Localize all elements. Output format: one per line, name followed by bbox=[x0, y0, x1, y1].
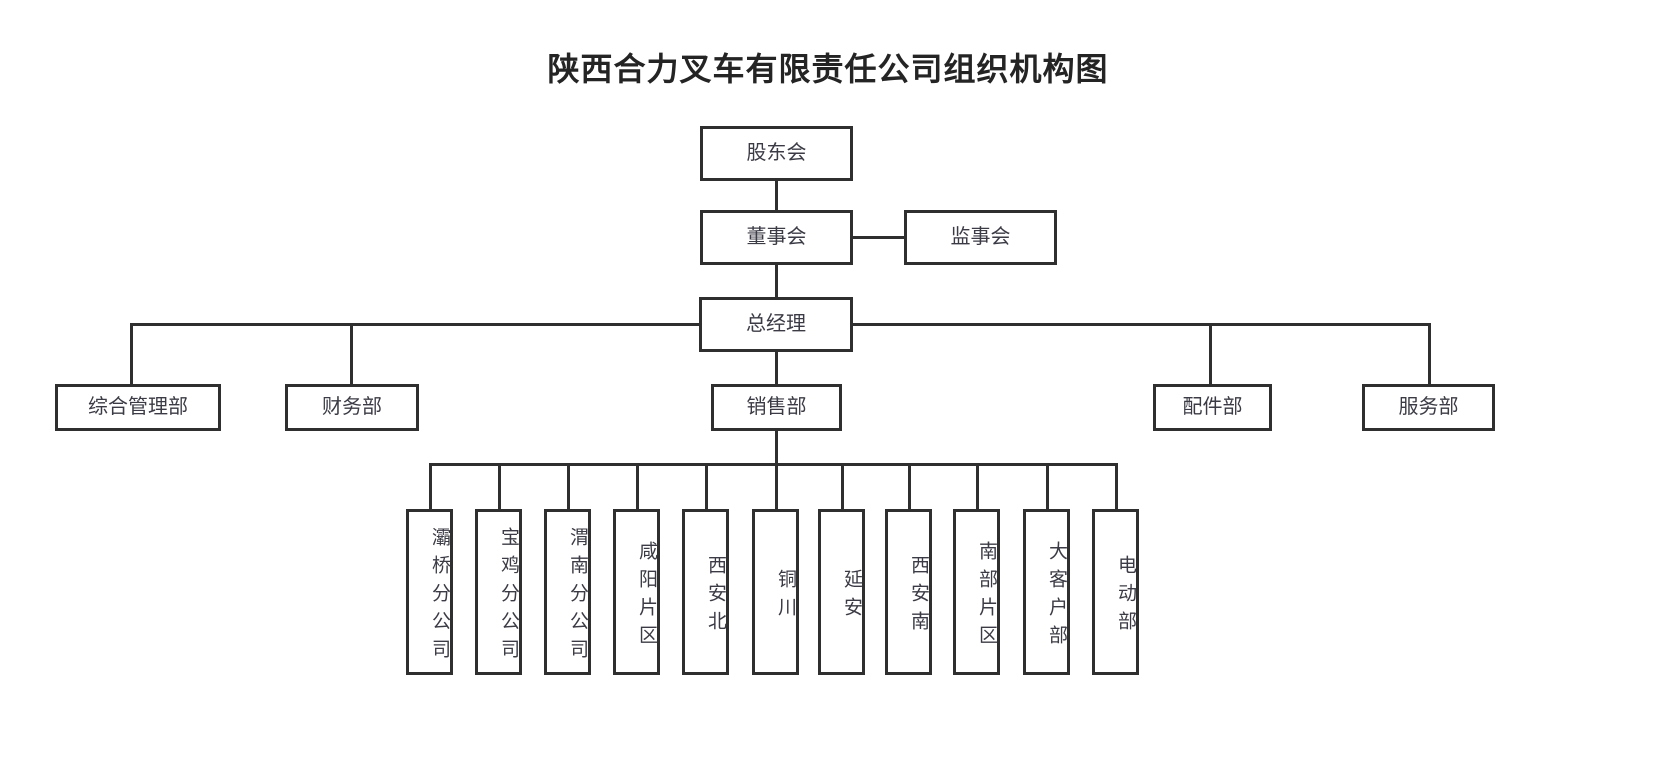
connector-gm-finance bbox=[350, 323, 353, 385]
connector-branch-riser bbox=[841, 463, 844, 511]
node-sales-branch[interactable]: 灞桥分公司 bbox=[406, 509, 453, 675]
node-sales-branch[interactable]: 铜川 bbox=[752, 509, 799, 675]
node-shareholders[interactable]: 股东会 bbox=[700, 126, 853, 181]
node-dept-admin[interactable]: 综合管理部 bbox=[55, 384, 221, 431]
node-board[interactable]: 董事会 bbox=[700, 210, 853, 265]
connector-branch-riser bbox=[498, 463, 501, 511]
node-sales-branch[interactable]: 南部片区 bbox=[953, 509, 1000, 675]
connector-branch-riser bbox=[567, 463, 570, 511]
connector-shareholders-board bbox=[775, 181, 778, 210]
node-dept-parts[interactable]: 配件部 bbox=[1153, 384, 1272, 431]
connector-branch-riser bbox=[636, 463, 639, 511]
node-dept-sales[interactable]: 销售部 bbox=[711, 384, 842, 431]
node-sales-branch[interactable]: 电动部 bbox=[1092, 509, 1139, 675]
connector-branch-riser bbox=[1115, 463, 1118, 511]
connector-gm-sales bbox=[775, 352, 778, 385]
connector-branch-riser bbox=[908, 463, 911, 511]
connector-gm-bus-right bbox=[851, 323, 1431, 326]
page-title: 陕西合力叉车有限责任公司组织机构图 bbox=[547, 51, 1109, 87]
node-general-manager[interactable]: 总经理 bbox=[699, 297, 853, 352]
connector-branch-riser bbox=[976, 463, 979, 511]
node-sales-branch[interactable]: 渭南分公司 bbox=[544, 509, 591, 675]
connector-gm-bus-left bbox=[130, 323, 702, 326]
node-dept-finance[interactable]: 财务部 bbox=[285, 384, 419, 431]
node-sales-branch[interactable]: 西安南 bbox=[885, 509, 932, 675]
node-sales-branch[interactable]: 大客户部 bbox=[1023, 509, 1070, 675]
node-sales-branch[interactable]: 西安北 bbox=[682, 509, 729, 675]
node-sales-branch[interactable]: 咸阳片区 bbox=[613, 509, 660, 675]
connector-branch-riser bbox=[705, 463, 708, 511]
connector-branch-riser bbox=[775, 463, 778, 511]
connector-gm-parts bbox=[1209, 323, 1212, 385]
node-dept-service[interactable]: 服务部 bbox=[1362, 384, 1495, 431]
connector-sales-bus bbox=[429, 463, 1117, 466]
connector-board-gm bbox=[775, 265, 778, 298]
connector-board-supervisors bbox=[851, 236, 907, 239]
connector-branch-riser bbox=[1046, 463, 1049, 511]
connector-sales-drop bbox=[775, 431, 778, 490]
connector-gm-admin bbox=[130, 323, 133, 385]
node-sales-branch[interactable]: 宝鸡分公司 bbox=[475, 509, 522, 675]
node-sales-branch[interactable]: 延安 bbox=[818, 509, 865, 675]
connector-gm-service bbox=[1428, 323, 1431, 385]
connector-branch-riser bbox=[429, 463, 432, 511]
node-supervisors[interactable]: 监事会 bbox=[904, 210, 1057, 265]
